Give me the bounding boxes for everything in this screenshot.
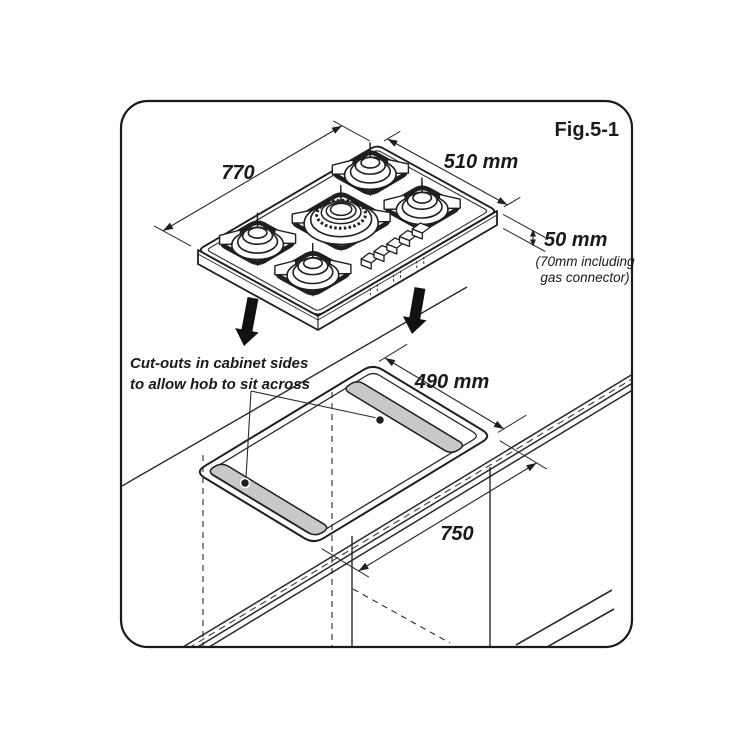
cutout-leader-lines bbox=[239, 390, 386, 489]
burner bbox=[274, 242, 352, 297]
cutout-note-line1: Cut-outs in cabinet sides bbox=[130, 355, 308, 372]
control-knobs bbox=[360, 222, 431, 270]
cabinet-side-cutout-strips bbox=[209, 381, 464, 536]
cutout-dimensions bbox=[321, 343, 548, 578]
burner bbox=[383, 177, 461, 232]
cutout-length-dimension-label: 750 bbox=[440, 523, 473, 545]
burner bbox=[218, 212, 297, 267]
burner bbox=[331, 142, 410, 196]
hob-width-dimension-label: 770 bbox=[221, 162, 254, 184]
hob-depth-dimension-label: 510 mm bbox=[444, 151, 519, 173]
cutout-note-line2: to allow hob to sit across bbox=[130, 376, 310, 393]
hob-dimensions bbox=[153, 120, 546, 252]
down-arrow bbox=[235, 297, 259, 346]
hob-height-dimension-label: 50 mm bbox=[544, 229, 607, 251]
hob-height-note-line1: (70mm including bbox=[535, 254, 635, 269]
down-arrow bbox=[402, 287, 427, 334]
apron-marks bbox=[369, 256, 425, 298]
cutout-depth-dimension-label: 490 mm bbox=[414, 371, 490, 393]
line-art bbox=[122, 120, 631, 646]
figure-label: Fig.5-1 bbox=[555, 119, 619, 141]
cabinet-edges bbox=[202, 392, 615, 646]
hob-height-note-line2: gas connector) bbox=[540, 270, 629, 285]
burner bbox=[291, 184, 391, 251]
